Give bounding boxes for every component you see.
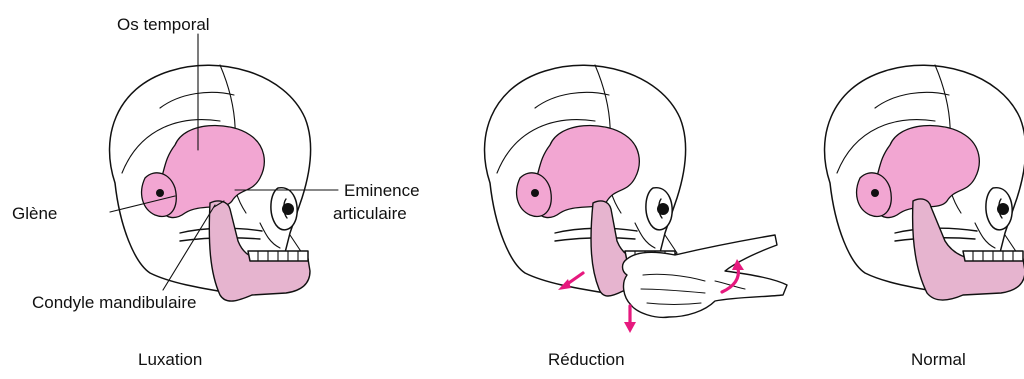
panel-reduction bbox=[485, 65, 787, 317]
label-condyle-mandibulaire: Condyle mandibulaire bbox=[32, 293, 196, 312]
label-glene: Glène bbox=[12, 204, 57, 223]
label-articulaire: articulaire bbox=[333, 204, 407, 223]
panel-normal bbox=[825, 65, 1024, 300]
caption-reduction: Réduction bbox=[548, 350, 625, 369]
caption-normal: Normal bbox=[911, 350, 966, 369]
label-os-temporal: Os temporal bbox=[117, 15, 210, 34]
label-eminence: Eminence bbox=[344, 181, 420, 200]
caption-luxation: Luxation bbox=[138, 350, 202, 369]
panel-luxation bbox=[110, 65, 311, 301]
